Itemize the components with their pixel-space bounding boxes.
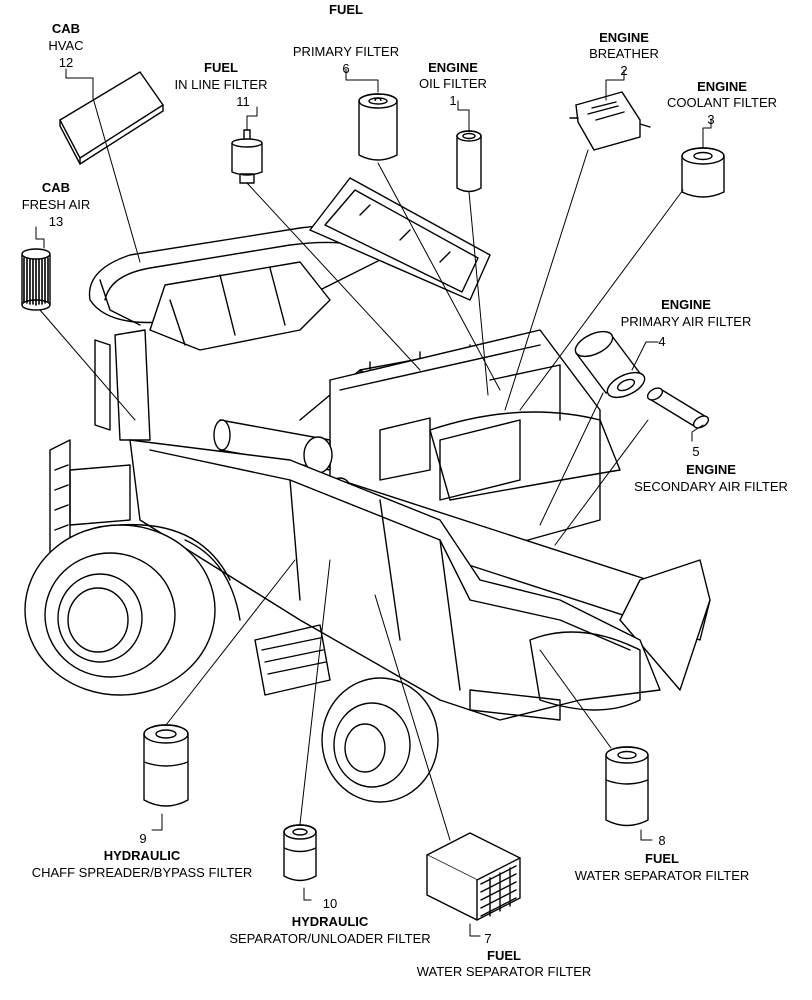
engine-secondary-air-filter-part xyxy=(646,387,710,429)
callout-label-7: 7 FUEL WATER SEPARATOR FILTER xyxy=(417,931,592,979)
callout-4-number: 4 xyxy=(658,334,665,349)
callout-6-number: 6 xyxy=(342,61,349,76)
callout-5-number: 5 xyxy=(692,444,699,459)
callout-13-number: 13 xyxy=(49,214,63,229)
callout-2-name: BREATHER xyxy=(589,46,659,61)
cab-fresh-air-filter-part xyxy=(21,248,51,311)
fuel-water-separator-filter-part-8 xyxy=(605,746,649,827)
callout-label-9: 9 HYDRAULIC CHAFF SPREADER/BYPASS FILTER xyxy=(32,831,253,880)
callout-4-name: PRIMARY AIR FILTER xyxy=(621,314,752,329)
callout-7-category: FUEL xyxy=(487,948,521,963)
callout-10-category: HYDRAULIC xyxy=(292,914,369,929)
callout-6-name: PRIMARY FILTER xyxy=(293,44,399,59)
callout-2-number: 2 xyxy=(620,63,627,78)
callout-1-name: OIL FILTER xyxy=(419,76,487,91)
callout-11-name: IN LINE FILTER xyxy=(175,77,268,92)
callout-4-category: ENGINE xyxy=(661,297,711,312)
callout-10-name: SEPARATOR/UNLOADER FILTER xyxy=(229,931,430,946)
callout-1-category: ENGINE xyxy=(428,60,478,75)
callout-5-name: SECONDARY AIR FILTER xyxy=(634,479,788,494)
fuel-primary-filter-part xyxy=(358,93,398,161)
callout-label-12: CAB HVAC 12 xyxy=(48,21,83,70)
engine-primary-air-filter-part xyxy=(574,330,646,399)
callout-12-category: CAB xyxy=(52,21,80,36)
callout-label-3: ENGINE COOLANT FILTER 3 xyxy=(667,79,777,127)
fuel-inline-filter-part xyxy=(231,129,263,184)
callout-11-category: FUEL xyxy=(204,60,238,75)
callout-8-name: WATER SEPARATOR FILTER xyxy=(575,868,750,883)
callout-12-name: HVAC xyxy=(48,38,83,53)
fuel-water-separator-filter-part-7 xyxy=(426,832,521,921)
callout-2-category: ENGINE xyxy=(599,30,649,45)
callout-3-name: COOLANT FILTER xyxy=(667,95,777,110)
combine-harvester-drawing xyxy=(24,177,711,803)
callout-10-number: 10 xyxy=(323,896,337,911)
hydraulic-chaff-spreader-filter-part xyxy=(143,724,189,807)
callout-label-4: ENGINE PRIMARY AIR FILTER 4 xyxy=(621,297,752,349)
callout-8-number: 8 xyxy=(658,833,665,848)
callout-7-number: 7 xyxy=(484,931,491,946)
callout-9-name: CHAFF SPREADER/BYPASS FILTER xyxy=(32,865,253,880)
engine-oil-filter-part xyxy=(456,130,482,193)
leader-lines xyxy=(35,68,712,937)
callout-1-number: 1 xyxy=(449,93,456,108)
callout-6-category: FUEL xyxy=(329,2,363,17)
callout-11-number: 11 xyxy=(236,94,250,109)
callout-label-1: ENGINE OIL FILTER 1 xyxy=(419,60,487,108)
callout-12-number: 12 xyxy=(59,55,73,70)
callout-3-category: ENGINE xyxy=(697,79,747,94)
hydraulic-separator-filter-part xyxy=(283,824,317,882)
callout-7-name: WATER SEPARATOR FILTER xyxy=(417,964,592,979)
callout-9-number: 9 xyxy=(139,831,146,846)
callout-5-category: ENGINE xyxy=(686,462,736,477)
engine-breather-part xyxy=(569,91,651,151)
callout-3-number: 3 xyxy=(707,112,714,127)
callout-label-11: FUEL IN LINE FILTER 11 xyxy=(175,60,268,109)
engine-coolant-filter-part xyxy=(681,147,725,198)
callout-label-13: CAB FRESH AIR 13 xyxy=(22,180,91,229)
callout-label-10: 10 HYDRAULIC SEPARATOR/UNLOADER FILTER xyxy=(229,896,430,946)
callout-label-2: ENGINE BREATHER 2 xyxy=(589,30,659,78)
cab-hvac-filter-part xyxy=(59,71,164,165)
callout-13-category: CAB xyxy=(42,180,70,195)
callout-label-5: 5 ENGINE SECONDARY AIR FILTER xyxy=(634,444,788,494)
callout-label-8: 8 FUEL WATER SEPARATOR FILTER xyxy=(575,833,750,883)
callout-label-6: FUEL PRIMARY FILTER 6 xyxy=(293,2,399,76)
callout-9-category: HYDRAULIC xyxy=(104,848,181,863)
callout-13-name: FRESH AIR xyxy=(22,197,91,212)
callout-8-category: FUEL xyxy=(645,851,679,866)
